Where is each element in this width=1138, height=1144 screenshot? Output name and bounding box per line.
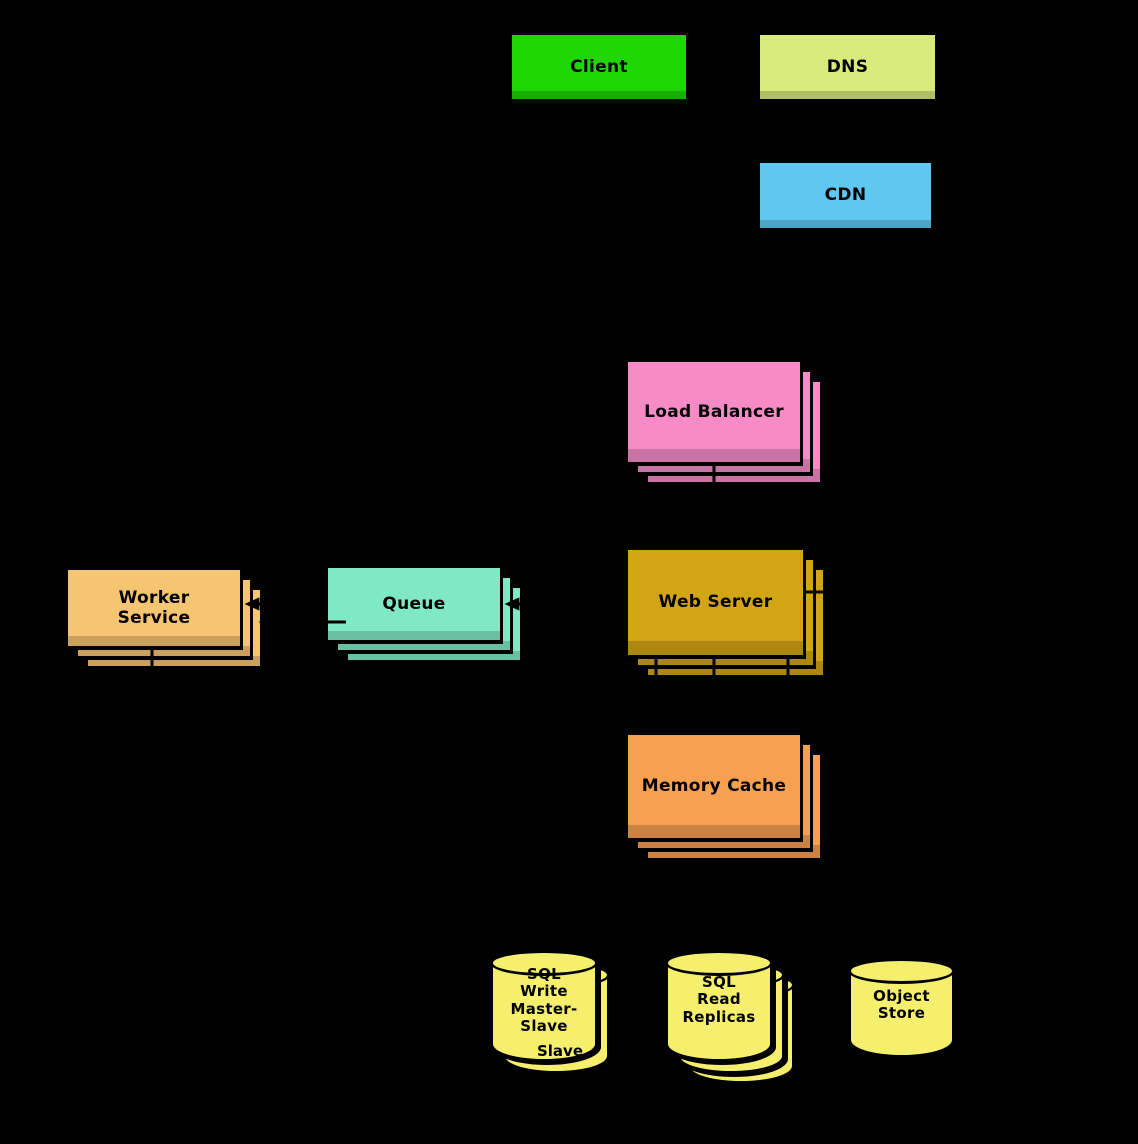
client-label: Client — [570, 56, 628, 77]
dns-label: DNS — [826, 56, 869, 77]
object-store-label: Object Store — [873, 987, 930, 1023]
client-node: Client — [512, 35, 686, 99]
client-to-load-balancer — [597, 99, 721, 360]
sql-read-cylinder-body — [665, 963, 773, 1062]
sql-read-cylinder: SQL Read Replicas — [665, 950, 773, 1062]
sql-read-cylinder-top — [665, 950, 773, 976]
sql-write-stack-peek-label: Slave — [536, 1042, 584, 1060]
dns-node: DNS — [760, 35, 935, 99]
worker-service-to-sql-write — [150, 648, 488, 1019]
sql-read-label: SQL Read Replicas — [682, 973, 756, 1026]
dns-box: DNS — [760, 35, 935, 99]
web-server-box: Web Server — [628, 550, 803, 655]
memory-cache-box: Memory Cache — [628, 735, 800, 838]
worker-service-label: Worker Service — [117, 587, 191, 628]
object-store-cylinder: Object Store — [848, 958, 955, 1058]
load-balancer-box: Load Balancer — [628, 362, 800, 462]
sql-write-cylinder-body — [490, 963, 598, 1062]
object-store-db-node: Object Store — [848, 958, 955, 1058]
object-store-cylinder-top — [848, 958, 955, 984]
memory-cache-node: Memory Cache — [628, 735, 820, 858]
cdn-node: CDN — [760, 163, 931, 228]
object-store-cylinder-body — [848, 971, 955, 1058]
sql-read-db-node: SQL Read Replicas — [665, 950, 795, 1084]
client-to-cdn — [620, 99, 756, 203]
sql-write-label: SQL Write Master- Slave — [510, 965, 578, 1035]
client-box: Client — [512, 35, 686, 99]
sql-write-db-node: SQL Write Master- Slave Slave — [490, 950, 610, 1074]
queue-box: Queue — [328, 568, 500, 640]
queue-label: Queue — [382, 593, 446, 614]
memory-cache-label: Memory Cache — [641, 776, 787, 797]
load-balancer-node: Load Balancer — [628, 362, 820, 482]
cdn-box: CDN — [760, 163, 931, 228]
sql-write-cylinder: SQL Write Master- Slave — [490, 950, 598, 1062]
worker-service-box: Worker Service — [68, 570, 240, 646]
sql-write-cylinder-top — [490, 950, 598, 976]
queue-node: Queue — [328, 568, 520, 660]
worker-service-node: Worker Service — [68, 570, 260, 666]
web-server-node: Web Server — [628, 550, 823, 675]
load-balancer-label: Load Balancer — [644, 401, 784, 422]
cdn-label: CDN — [824, 185, 867, 206]
web-server-label: Web Server — [658, 592, 773, 613]
